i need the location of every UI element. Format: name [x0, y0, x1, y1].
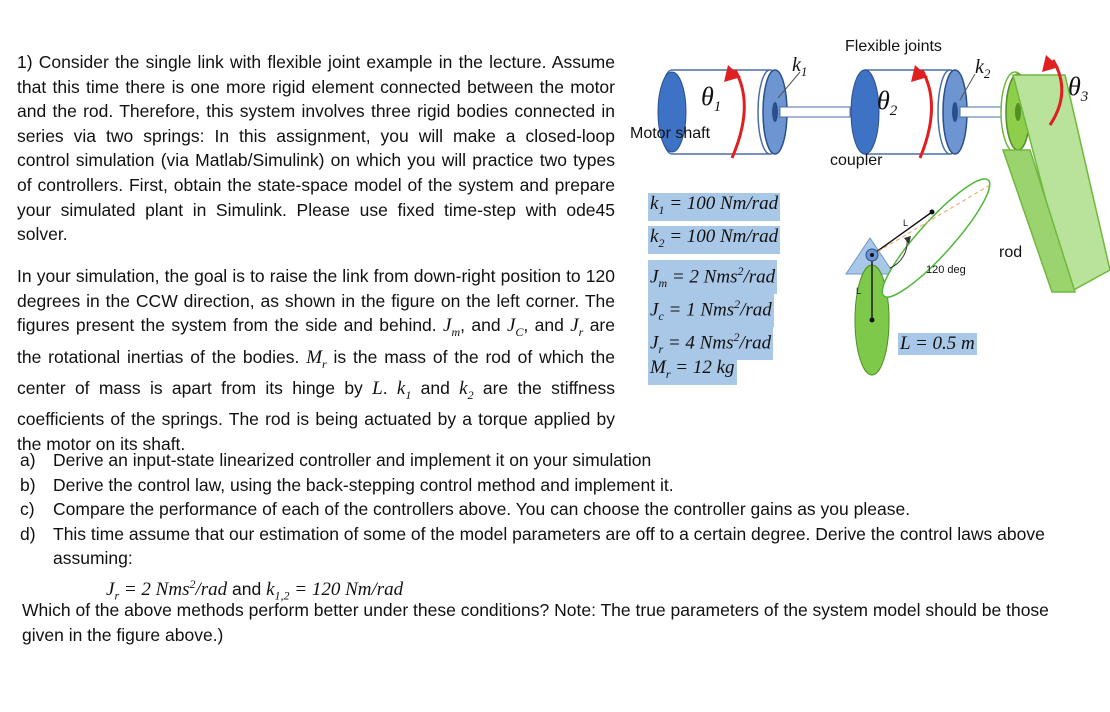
length-label-raised: L [903, 218, 909, 228]
theta-1-label: θ1 [701, 82, 722, 116]
goal-paragraph: In your simulation, the goal is to raise… [17, 264, 615, 457]
intro-text: Consider the single link with flexible j… [17, 52, 615, 245]
assumption-line: Jr = 2 Nms2/rad and k1,2 = 120 Nm/rad [106, 577, 404, 603]
intro-paragraph: 1) Consider the single link with flexibl… [17, 50, 615, 247]
task-item: c)Compare the performance of each of the… [20, 499, 911, 520]
goal-text-3: is the mass of the rod of which the cent… [17, 346, 615, 398]
mechanism-drawing [657, 55, 1110, 376]
symbol-mr: Mr [306, 346, 327, 371]
theta-2-label: θ2 [877, 86, 898, 120]
param-jm: Jm = 2 Nms2/rad [648, 260, 778, 295]
length-label-down: L [856, 286, 862, 296]
motor-end [657, 71, 687, 153]
closing-paragraph: Which of the above methods perform bette… [22, 600, 1049, 645]
goal-text-2: are the rotational inertias of the bodie… [17, 315, 615, 367]
goal-text-4: . [382, 377, 397, 398]
symbol-k2: k2 [459, 377, 474, 402]
symbol-l: L [372, 377, 383, 399]
task-item: b)Derive the control law, using the back… [20, 474, 674, 495]
coupler-label: coupler [830, 152, 883, 169]
question-number: 1) [17, 52, 33, 72]
k1-label: k1 [792, 54, 808, 79]
goal-sep-3: and [411, 377, 460, 398]
goal-text-1: In your simulation, the goal is to raise… [17, 266, 615, 336]
task-item: a)Derive an input-state linearized contr… [20, 450, 652, 470]
symbol-jc: JC [506, 315, 524, 339]
task-list: a)Derive an input-state linearized contr… [20, 448, 1090, 571]
task-item: d)This time assume that our estimation o… [20, 523, 1045, 569]
param-jc: Jc = 1 Nms2/rad [648, 293, 774, 328]
flexible-joint-figure: Flexible joints Motor shaft coupler rod … [620, 30, 1110, 390]
flexible-joints-label: Flexible joints [845, 38, 942, 55]
goal-sep-2: , and [523, 315, 571, 336]
k2-label: k2 [975, 56, 991, 81]
angle-label: 120 deg [926, 264, 966, 276]
symbol-jr: Jr [570, 315, 584, 339]
param-jr: Jr = 4 Nms2/rad [648, 326, 774, 361]
symbol-jm: Jm [443, 315, 461, 339]
goal-text-5: are the stiffness coefficients of the sp… [17, 377, 615, 454]
param-mr: Mr = 12 kg [648, 357, 737, 385]
theta-3-label: θ3 [1068, 72, 1089, 106]
motor-shaft-label: Motor shaft [630, 125, 711, 142]
symbol-k1: k1 [396, 377, 412, 402]
param-k2: k2 = 100 Nm/rad [648, 226, 781, 254]
param-l: L = 0.5 m [898, 333, 977, 355]
rod-raised-view [881, 178, 991, 298]
param-k1: k1 = 100 Nm/rad [648, 193, 781, 221]
rod-label: rod [999, 244, 1023, 261]
goal-sep: , and [460, 315, 507, 336]
